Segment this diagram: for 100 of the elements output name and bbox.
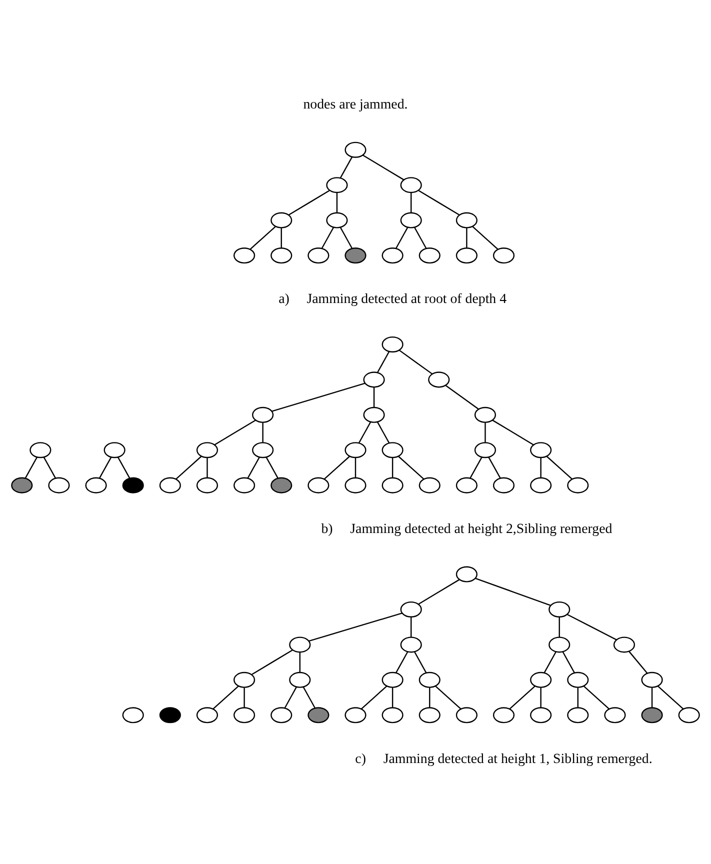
node-circle — [196, 476, 218, 493]
node-circle — [344, 476, 366, 493]
node-circle — [363, 371, 385, 388]
node-circle — [196, 706, 218, 723]
connector — [354, 457, 356, 478]
node-circle — [252, 442, 274, 458]
node-circle — [48, 476, 70, 493]
node-circle — [492, 247, 515, 264]
connector — [376, 421, 390, 443]
node-circle — [344, 247, 366, 264]
connector — [544, 650, 556, 673]
connector — [360, 685, 388, 709]
node-circle — [326, 176, 348, 193]
connector — [321, 226, 334, 248]
node-circle — [382, 442, 404, 458]
connector — [340, 226, 353, 248]
node-circle — [270, 706, 292, 723]
connector — [414, 650, 427, 673]
node-circle — [104, 442, 126, 458]
node-circle — [456, 706, 478, 723]
connector — [398, 455, 424, 480]
node-circle — [400, 176, 422, 193]
node-circle — [159, 476, 181, 493]
node-circle — [567, 706, 589, 723]
node-circle — [363, 406, 385, 422]
connector — [206, 457, 208, 478]
node-circle — [270, 247, 292, 264]
connector — [577, 687, 578, 707]
node-circle — [418, 247, 440, 264]
node-circle — [530, 442, 552, 458]
connector — [392, 687, 394, 707]
node-circle — [382, 336, 404, 352]
node-circle — [456, 212, 478, 228]
node-circle — [382, 671, 404, 688]
connector — [98, 456, 112, 478]
connector — [562, 650, 576, 673]
connector — [288, 189, 330, 215]
connector — [540, 457, 542, 478]
node-circle — [234, 671, 256, 688]
connector — [410, 616, 412, 637]
node-circle — [382, 476, 404, 493]
node-circle — [122, 706, 144, 723]
connector — [657, 685, 684, 709]
node-circle — [270, 212, 292, 228]
node-circle — [492, 706, 515, 723]
node-circle — [30, 442, 52, 458]
node-circle — [418, 476, 440, 493]
node-circle — [326, 212, 348, 228]
node-circle — [122, 476, 144, 493]
label: b) Jamming detected at height 2,Sibling remerged — [321, 522, 612, 537]
connector — [566, 613, 617, 640]
node-circle — [474, 406, 496, 422]
label: a) Jamming detected at root of depth 4 — [278, 292, 507, 307]
node-circle — [456, 247, 478, 264]
node-circle — [548, 636, 570, 652]
connector — [308, 612, 402, 642]
node-circle — [344, 706, 366, 723]
node-circle — [344, 442, 366, 458]
node-circle — [85, 476, 107, 493]
connector — [445, 384, 479, 410]
connector — [284, 686, 298, 708]
node-circle — [530, 706, 552, 723]
node-circle — [11, 476, 33, 493]
node-circle — [456, 566, 478, 582]
node-circle — [613, 636, 636, 652]
connector — [418, 189, 460, 215]
node-circle — [604, 706, 626, 723]
connector — [435, 685, 462, 709]
node-circle — [234, 706, 256, 723]
connector — [546, 455, 572, 480]
connector — [362, 154, 404, 180]
connector — [250, 225, 276, 250]
connector — [484, 422, 486, 442]
node-circle — [308, 247, 330, 264]
node-circle — [678, 706, 700, 723]
connector — [373, 386, 375, 407]
node-circle — [567, 671, 589, 688]
node-circle — [418, 671, 440, 688]
node-circle — [382, 706, 404, 723]
connector — [488, 456, 501, 478]
node-circle — [492, 476, 515, 493]
connector — [280, 227, 282, 248]
connector — [43, 456, 56, 478]
node-circle — [308, 476, 330, 493]
connector — [466, 227, 468, 248]
node-circle — [641, 706, 663, 723]
node-circle — [400, 600, 422, 617]
label: c) Jamming detected at height 1, Sibling remerged. — [355, 751, 652, 766]
connector — [558, 616, 560, 637]
connector — [299, 652, 300, 672]
connector — [324, 455, 350, 480]
connector — [395, 226, 408, 248]
node-circle — [456, 476, 478, 493]
node-circle — [428, 371, 450, 388]
connector — [399, 349, 432, 374]
node-circle — [400, 636, 422, 652]
connector — [418, 578, 460, 604]
connector — [392, 457, 394, 478]
connector — [244, 687, 245, 707]
connector — [266, 456, 279, 478]
